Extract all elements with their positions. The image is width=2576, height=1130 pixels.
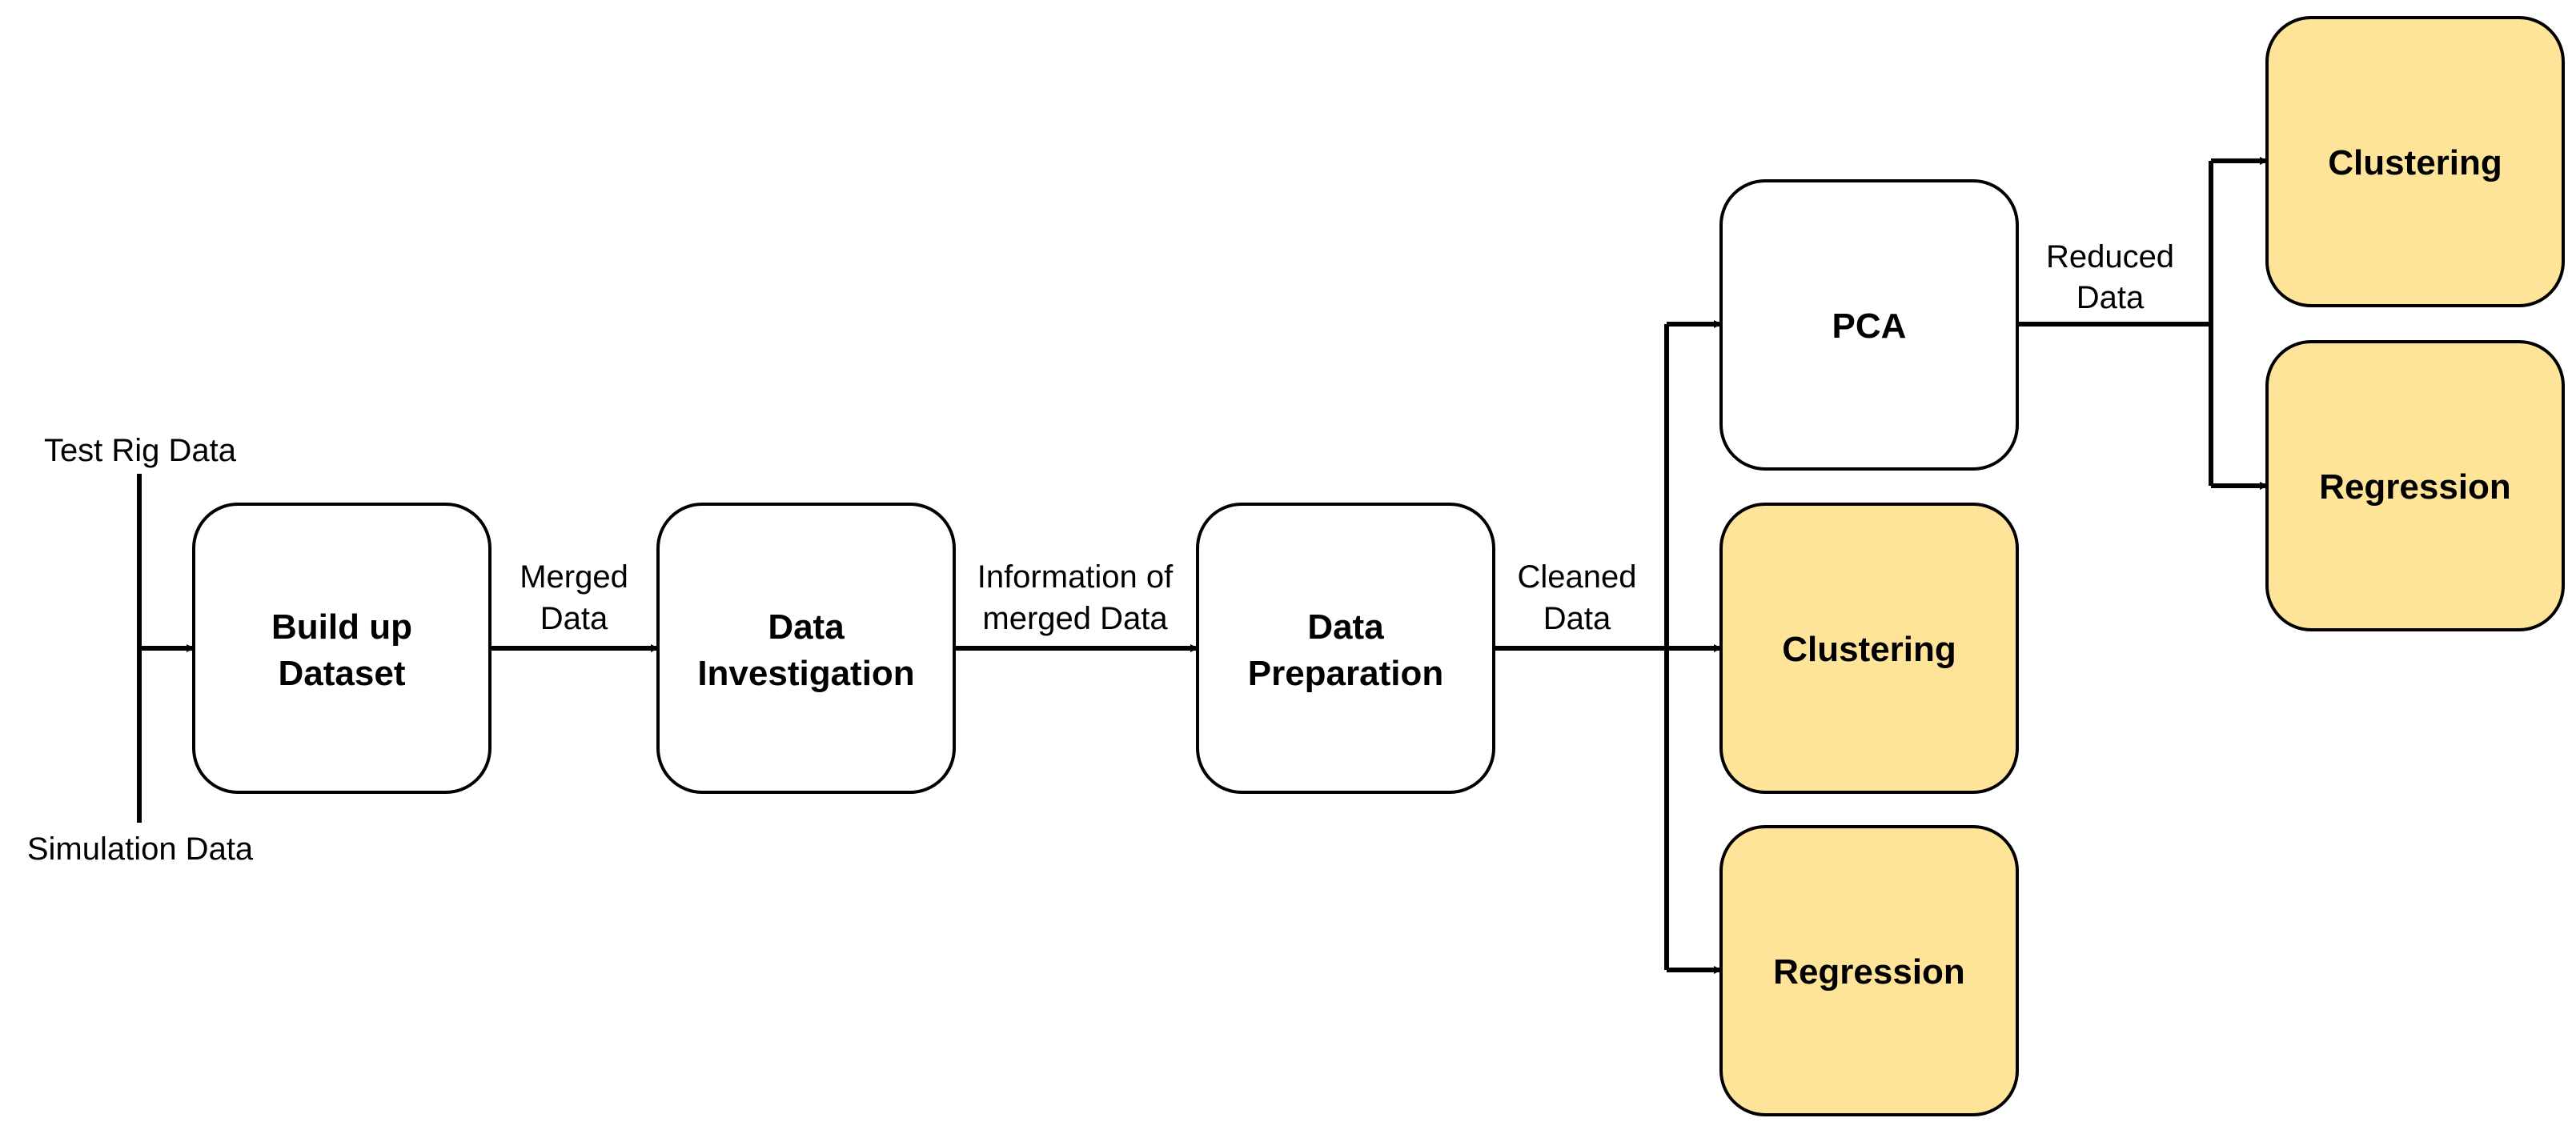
reduced-data-branch xyxy=(2017,157,2268,490)
data-preparation-line2: Preparation xyxy=(1248,654,1444,693)
reduced-regression-box: Regression xyxy=(2265,340,2565,631)
build-up-dataset-box: Build up Dataset xyxy=(192,503,492,794)
merged-data-label-line2: Data xyxy=(540,601,608,636)
build-up-dataset-line1: Build up xyxy=(271,607,412,647)
merged-data-label-line1: Merged xyxy=(520,559,628,595)
clustering-box: Clustering xyxy=(1719,503,2019,794)
data-investigation-line2: Investigation xyxy=(697,654,914,693)
cleaned-data-branch xyxy=(1494,320,1722,974)
information-merged-label-line1: Information of xyxy=(977,559,1174,595)
reduced-data-label-line2: Data xyxy=(2076,280,2145,315)
build-up-dataset-line2: Dataset xyxy=(279,654,406,693)
regression-box: Regression xyxy=(1719,825,2019,1116)
clustering-label: Clustering xyxy=(1782,630,1956,669)
cleaned-data-label-line1: Cleaned xyxy=(1517,559,1636,595)
test-rig-data-label: Test Rig Data xyxy=(44,433,237,468)
regression-label: Regression xyxy=(1773,952,1965,992)
data-preparation-line1: Data xyxy=(1307,607,1384,647)
reduced-clustering-box: Clustering xyxy=(2265,16,2565,307)
data-investigation-box: Data Investigation xyxy=(656,503,956,794)
pca-label: PCA xyxy=(1832,307,1907,346)
reduced-clustering-label: Clustering xyxy=(2328,143,2502,182)
cleaned-data-label-line2: Data xyxy=(1543,601,1611,636)
data-investigation-line1: Data xyxy=(768,607,845,647)
pca-box: PCA xyxy=(1719,179,2019,471)
information-merged-label-line2: merged Data xyxy=(982,601,1168,636)
input-merge-line xyxy=(137,474,195,823)
reduced-regression-label: Regression xyxy=(2319,467,2511,507)
simulation-data-label: Simulation Data xyxy=(27,831,254,867)
data-preparation-box: Data Preparation xyxy=(1196,503,1495,794)
reduced-data-label-line1: Reduced xyxy=(2046,239,2174,274)
